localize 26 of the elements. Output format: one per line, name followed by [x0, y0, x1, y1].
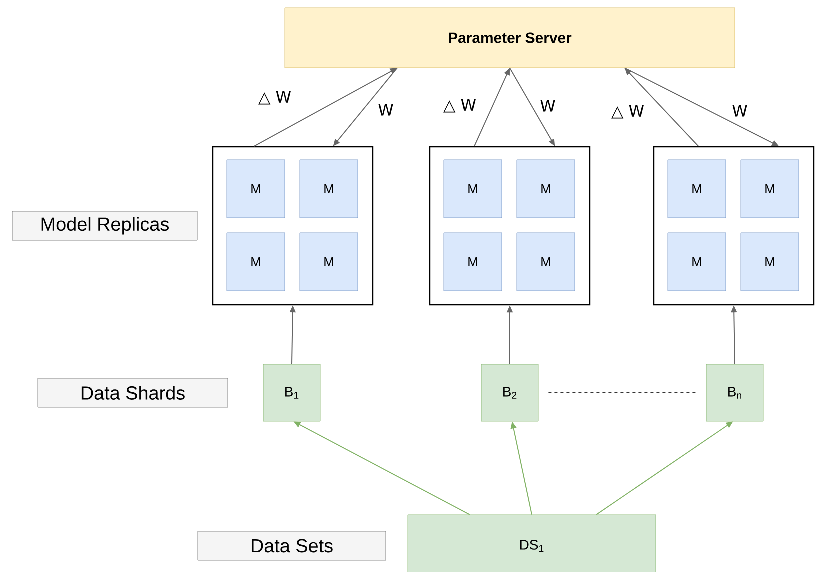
model-box: M — [444, 160, 502, 218]
model-box: M — [668, 160, 726, 218]
shard-box: B$_{2}$ — [481, 364, 539, 422]
model-box: M — [740, 160, 800, 218]
model-box: M — [300, 160, 358, 218]
server-box: Parameter Server — [284, 8, 736, 68]
edge-label: △ W — [610, 104, 646, 120]
model-box: M — [444, 232, 502, 292]
model-box: M — [300, 232, 358, 292]
edge-label: △ W — [442, 98, 478, 114]
edge-label: W — [731, 104, 749, 118]
edge-label: W — [539, 99, 557, 113]
shard-box: B$_{1}$ — [263, 364, 321, 422]
model-box: M — [740, 232, 800, 292]
shard-box: B$_{n}$ — [706, 364, 764, 422]
model-box: M — [516, 160, 576, 218]
model-box: M — [226, 160, 286, 218]
edge-label: △ W — [257, 90, 293, 106]
model-box: M — [516, 232, 576, 292]
edge-label: W — [377, 103, 395, 117]
model-box: M — [668, 232, 726, 292]
dataset-box: DS$_{1}$ — [408, 514, 656, 572]
model-box: M — [226, 232, 286, 292]
tier-label: Model Replicas — [12, 211, 198, 241]
tier-label: Data Shards — [38, 378, 228, 408]
tier-label: Data Sets — [198, 531, 386, 561]
